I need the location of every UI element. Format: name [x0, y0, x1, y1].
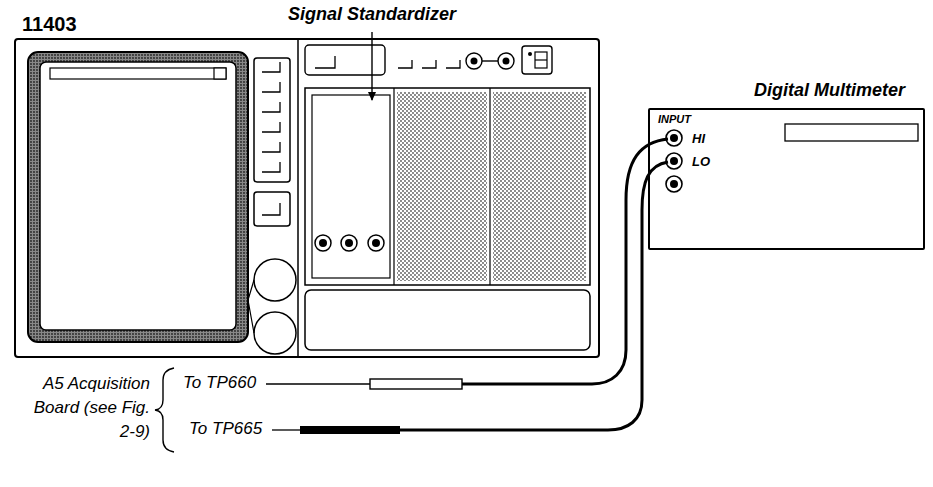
jack-label: HI	[692, 131, 705, 146]
panel-label: INPUT	[658, 113, 691, 125]
model-number: 11403	[22, 13, 77, 36]
instrument-name: Digital Multimeter	[754, 80, 905, 101]
jack-label: LO	[692, 154, 710, 169]
instrument-housing: Digital MultimeterINPUTHILO	[648, 108, 925, 250]
instrument-housing: 11403	[14, 38, 600, 358]
test-point-label: To TP660	[183, 373, 256, 393]
board-reference: A5 Acquisition Board (see Fig. 2-9)	[18, 372, 150, 444]
test-point-label: To TP665	[189, 419, 262, 439]
part-label: Signal Standardizer	[288, 4, 456, 25]
